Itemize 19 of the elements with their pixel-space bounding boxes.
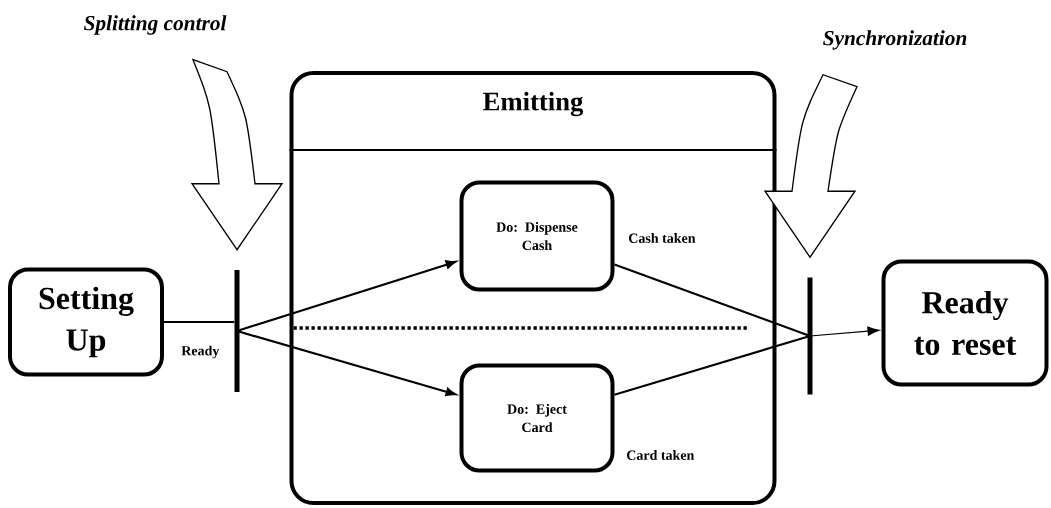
state-box: Ready to reset xyxy=(881,259,1049,387)
state-box: Do: Eject Card xyxy=(459,363,615,473)
state-box: Do: Dispense Cash xyxy=(459,180,615,292)
synchronization-bar xyxy=(234,270,240,392)
synchronization-bar xyxy=(807,277,813,395)
edge-label: Card taken xyxy=(625,449,696,461)
callout-arrow xyxy=(191,59,283,251)
callout-arrow xyxy=(764,74,858,258)
callout-text: Splitting control xyxy=(83,15,227,35)
arrow xyxy=(236,260,457,332)
callout-text: Synchronization xyxy=(823,30,967,50)
transition-line xyxy=(164,320,235,324)
arrow xyxy=(236,329,457,397)
edge-label: Ready xyxy=(180,344,221,360)
transition-line xyxy=(614,335,811,396)
state-box: Setting Up xyxy=(8,267,164,377)
transition-line xyxy=(614,263,811,337)
arrow xyxy=(809,326,880,337)
edge-label: Cash taken xyxy=(627,232,697,244)
